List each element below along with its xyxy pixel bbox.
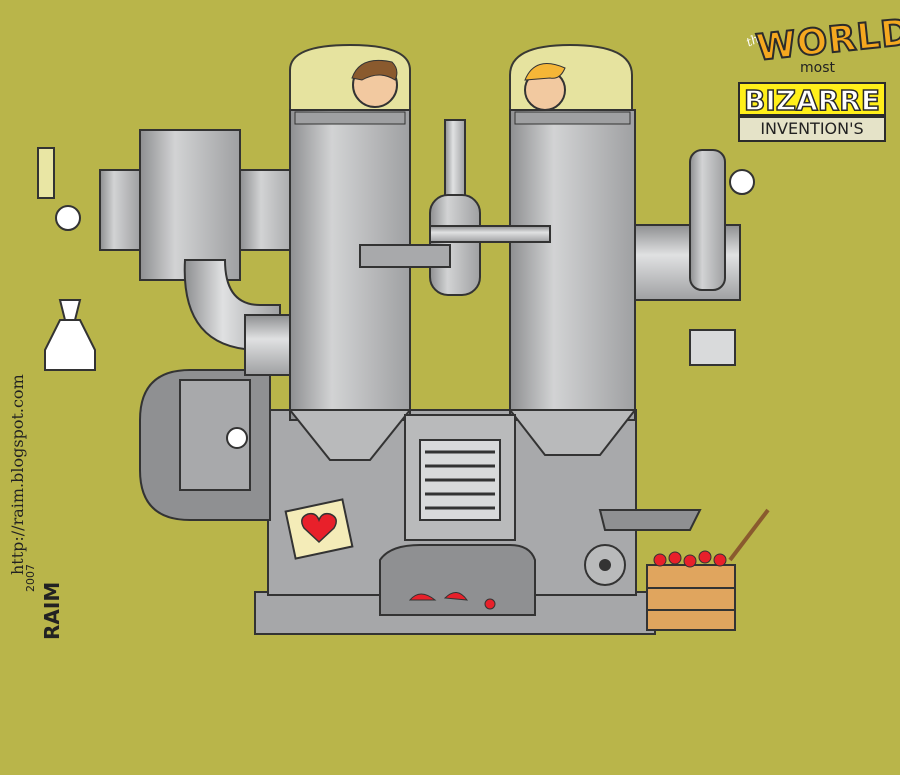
url-credit-wrap: http://raim.blogspot.com [8, 374, 28, 775]
right-equipment [598, 149, 755, 531]
logo-bizarre: BIZARRE [738, 82, 886, 118]
artist-year: 2007 [24, 564, 37, 592]
artist-signature: RAIM [40, 581, 64, 640]
heart-note [284, 498, 354, 560]
apple-crate [646, 508, 770, 631]
left-tank [99, 129, 301, 281]
left-instruments [37, 147, 248, 449]
right-cylinder [507, 43, 638, 456]
left-manifold [139, 369, 271, 521]
blog-url: http://raim.blogspot.com [8, 374, 27, 575]
center-valve [359, 119, 551, 296]
vent-grille [404, 414, 516, 541]
title-logo: the WORLD most BIZARRE INVENTION'S [738, 11, 900, 144]
left-cylinder [287, 43, 413, 461]
conveyor-wheel [584, 544, 626, 586]
machine-illustration [37, 43, 770, 635]
logo-inventions: INVENTION'S [738, 116, 886, 142]
logo-most: most [800, 60, 835, 76]
